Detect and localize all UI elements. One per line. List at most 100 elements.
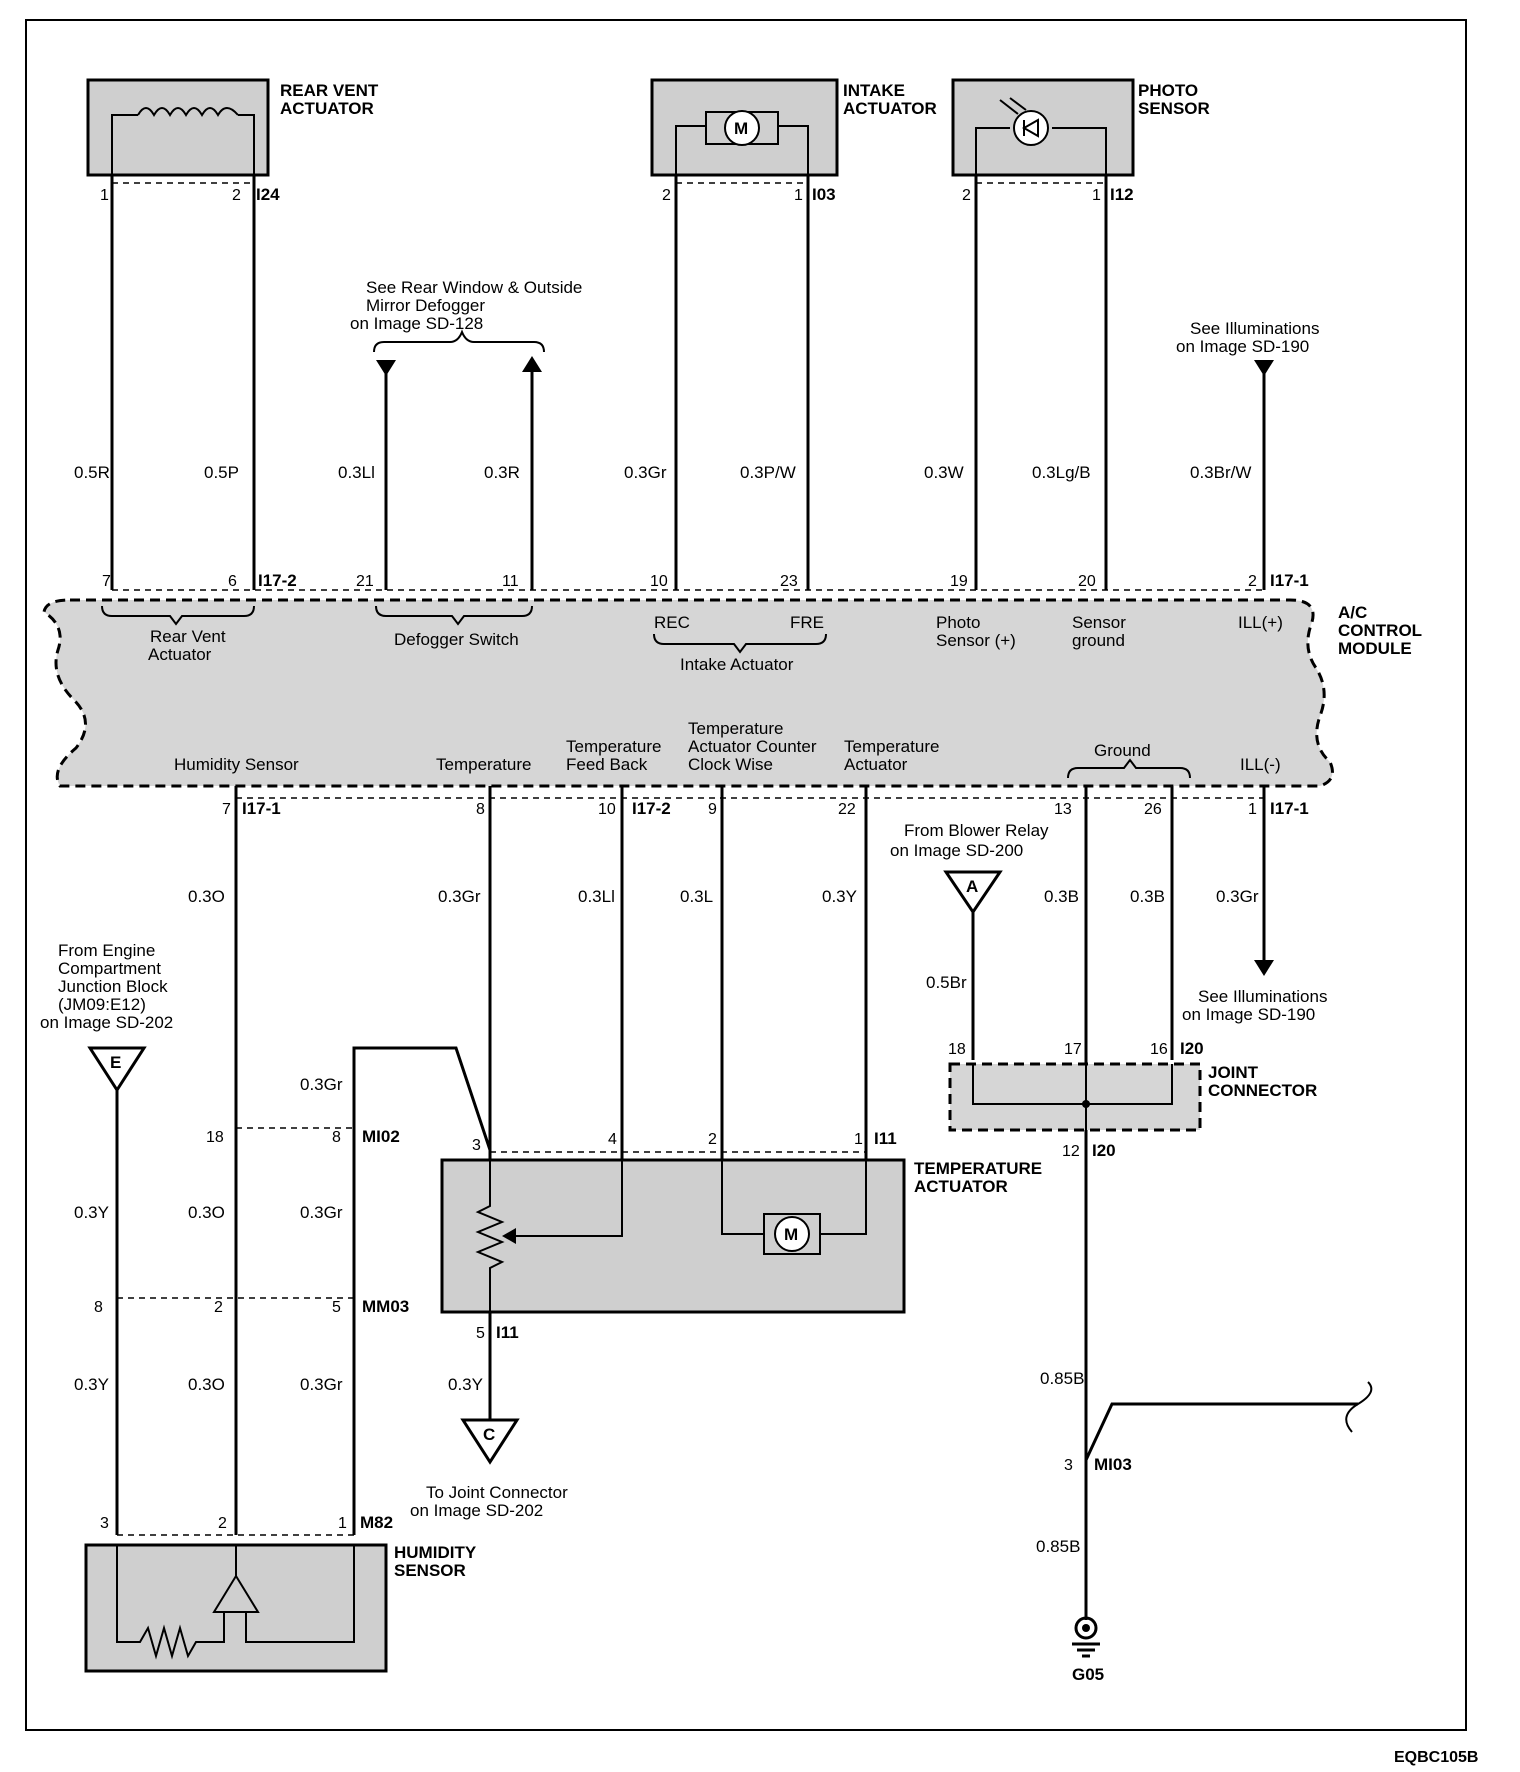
flag-e-icon bbox=[87, 1046, 147, 1093]
wire-gauge: 0.3O bbox=[188, 1203, 225, 1222]
temp-motor-label: M bbox=[784, 1225, 798, 1244]
pin-label: 6 bbox=[228, 573, 237, 590]
connector-label: I24 bbox=[256, 185, 280, 204]
connector-label: M82 bbox=[360, 1513, 393, 1532]
module-rec: REC bbox=[654, 613, 690, 632]
pin-label: 18 bbox=[948, 1041, 966, 1058]
intake-motor-label: M bbox=[734, 119, 748, 138]
module-photo-2: Sensor (+) bbox=[936, 631, 1016, 650]
connector-label: I17-1 bbox=[242, 799, 281, 818]
wire-gauge: 0.3Gr bbox=[300, 1203, 343, 1222]
pin-label: 8 bbox=[94, 1299, 103, 1316]
diagram-frame bbox=[25, 19, 1467, 1731]
pin-label: 1 bbox=[1248, 801, 1257, 818]
ref-engine-2: Compartment bbox=[58, 959, 161, 978]
wire-gauge: 0.3Ll bbox=[578, 887, 615, 906]
connector-label: I17-1 bbox=[1270, 571, 1309, 590]
pin-label: 9 bbox=[708, 801, 717, 818]
wire-gauge: 0.3Gr bbox=[300, 1375, 343, 1394]
module-ill-minus: ILL(-) bbox=[1240, 755, 1281, 774]
ref-engine-4: (JM09:E12) bbox=[58, 995, 146, 1014]
module-temp-ccw-1: Temperature bbox=[688, 719, 783, 738]
pin-label: 2 bbox=[232, 187, 241, 204]
ref-to-joint-1: To Joint Connector bbox=[426, 1483, 568, 1502]
pin-label: 22 bbox=[838, 801, 856, 818]
pin-label: 8 bbox=[332, 1129, 341, 1146]
ref-illum-bottom-2: on Image SD-190 bbox=[1182, 1005, 1315, 1024]
pin-label: 18 bbox=[206, 1129, 224, 1146]
pin-label: 2 bbox=[662, 187, 671, 204]
module-sensor-ground-2: ground bbox=[1072, 631, 1125, 650]
pin-label: 5 bbox=[332, 1299, 341, 1316]
connector-label: I03 bbox=[812, 185, 836, 204]
wire-gauge: 0.3Y bbox=[74, 1203, 109, 1222]
module-temp-actuator-1: Temperature bbox=[844, 737, 939, 756]
flag-a-label: A bbox=[966, 877, 978, 896]
arrow-left-icon bbox=[502, 1228, 516, 1244]
wire-gauge: 0.3O bbox=[188, 1375, 225, 1394]
photo-sensor-label-1: PHOTO bbox=[1138, 81, 1198, 100]
module-ground: Ground bbox=[1094, 741, 1151, 760]
pin-label: 4 bbox=[608, 1131, 617, 1148]
ref-defogger-3: on Image SD-128 bbox=[350, 314, 483, 333]
joint-connector: 18 17 16 I20 JOINT CONNECTOR 12 I20 bbox=[948, 1039, 1317, 1160]
ac-control-module: A/C CONTROL MODULE bbox=[42, 598, 1422, 788]
figure-code: EQBC105B bbox=[1394, 1749, 1478, 1766]
ground-icon bbox=[1072, 1616, 1100, 1658]
motor-icon bbox=[774, 1216, 810, 1252]
ref-to-joint-2: on Image SD-202 bbox=[410, 1501, 543, 1520]
pin-label: 3 bbox=[472, 1137, 481, 1154]
intake-actuator: M INTAKE ACTUATOR bbox=[650, 78, 937, 177]
ref-illum-bottom-1: See Illuminations bbox=[1198, 987, 1327, 1006]
wire-gauge: 0.3L bbox=[680, 887, 713, 906]
connector-label: I17-1 bbox=[1270, 799, 1309, 818]
connector-label: I20 bbox=[1180, 1039, 1204, 1058]
module-photo-1: Photo bbox=[936, 613, 980, 632]
connector-label: MI02 bbox=[362, 1127, 400, 1146]
pin-label: 26 bbox=[1144, 801, 1162, 818]
wire-gauge: 0.3Br/W bbox=[1190, 463, 1251, 482]
pin-label: 7 bbox=[102, 573, 111, 590]
wire-gauge: 0.3B bbox=[1130, 887, 1165, 906]
humidity-sensor-label-1: HUMIDITY bbox=[394, 1543, 477, 1562]
pin-label: 12 bbox=[1062, 1143, 1080, 1160]
module-temp-feedback-2: Feed Back bbox=[566, 755, 648, 774]
pin-label: 1 bbox=[1092, 187, 1101, 204]
pin-label: 7 bbox=[222, 801, 231, 818]
module-defogger: Defogger Switch bbox=[394, 630, 519, 649]
arrow-up-icon bbox=[522, 356, 542, 372]
pin-label: 20 bbox=[1078, 573, 1096, 590]
pin-label: 5 bbox=[476, 1325, 485, 1342]
wire-gauge: 0.5Br bbox=[926, 973, 967, 992]
pin-label: 1 bbox=[854, 1131, 863, 1148]
temperature-actuator: 3 4 2 1 I11 M TEMPERATURE ACTUATOR 5 I11 bbox=[440, 1129, 1042, 1342]
arrow-down-icon bbox=[1254, 360, 1274, 376]
temperature-actuator-label-2: ACTUATOR bbox=[914, 1177, 1008, 1196]
pin-label: 17 bbox=[1064, 1041, 1082, 1058]
ref-blower-2: on Image SD-200 bbox=[890, 841, 1023, 860]
connector-label: I11 bbox=[496, 1323, 519, 1342]
joint-connector-label-1: JOINT bbox=[1208, 1063, 1259, 1082]
rear-vent-actuator: REAR VENT ACTUATOR bbox=[86, 78, 379, 177]
joint-connector-label-2: CONNECTOR bbox=[1208, 1081, 1317, 1100]
temperature-actuator-label-1: TEMPERATURE bbox=[914, 1159, 1042, 1178]
pin-label: 2 bbox=[218, 1515, 227, 1532]
photo-sensor: PHOTO SENSOR bbox=[951, 78, 1210, 177]
flag-e-label: E bbox=[110, 1053, 121, 1072]
connector-label: MM03 bbox=[362, 1297, 409, 1316]
photo-sensor-label-2: SENSOR bbox=[1138, 99, 1210, 118]
intake-actuator-label-1: INTAKE bbox=[843, 81, 905, 100]
module-humidity: Humidity Sensor bbox=[174, 755, 299, 774]
module-fre: FRE bbox=[790, 613, 824, 632]
rear-vent-actuator-label-2: ACTUATOR bbox=[280, 99, 374, 118]
connector-label: MI03 bbox=[1094, 1455, 1132, 1474]
module-rear-vent-1: Rear Vent bbox=[150, 627, 226, 646]
ref-illum-top-2: on Image SD-190 bbox=[1176, 337, 1309, 356]
pin-label: 10 bbox=[650, 573, 668, 590]
ref-blower-1: From Blower Relay bbox=[904, 821, 1049, 840]
wire-gauge: 0.3B bbox=[1044, 887, 1079, 906]
pin-label: 21 bbox=[356, 573, 374, 590]
module-temp-ccw-3: Clock Wise bbox=[688, 755, 773, 774]
pin-label: 2 bbox=[1248, 573, 1257, 590]
